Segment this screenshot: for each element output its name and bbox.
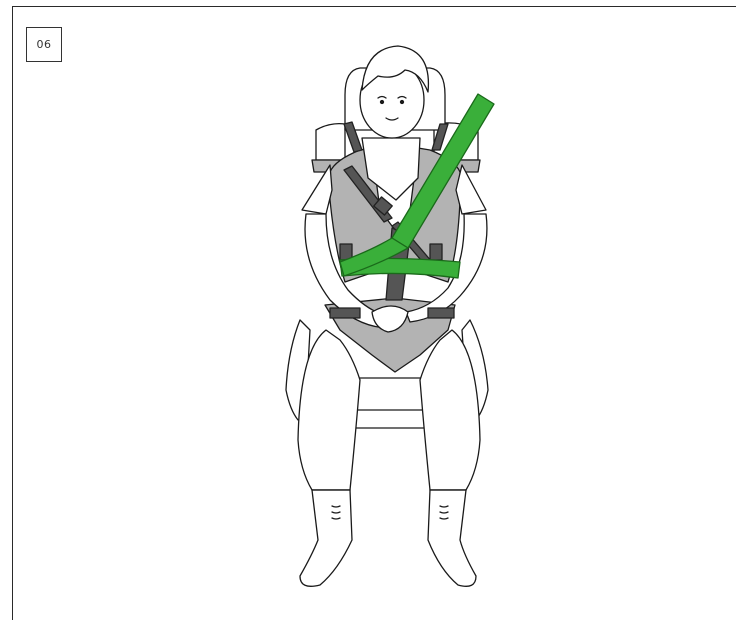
legs-icon [298,330,480,586]
